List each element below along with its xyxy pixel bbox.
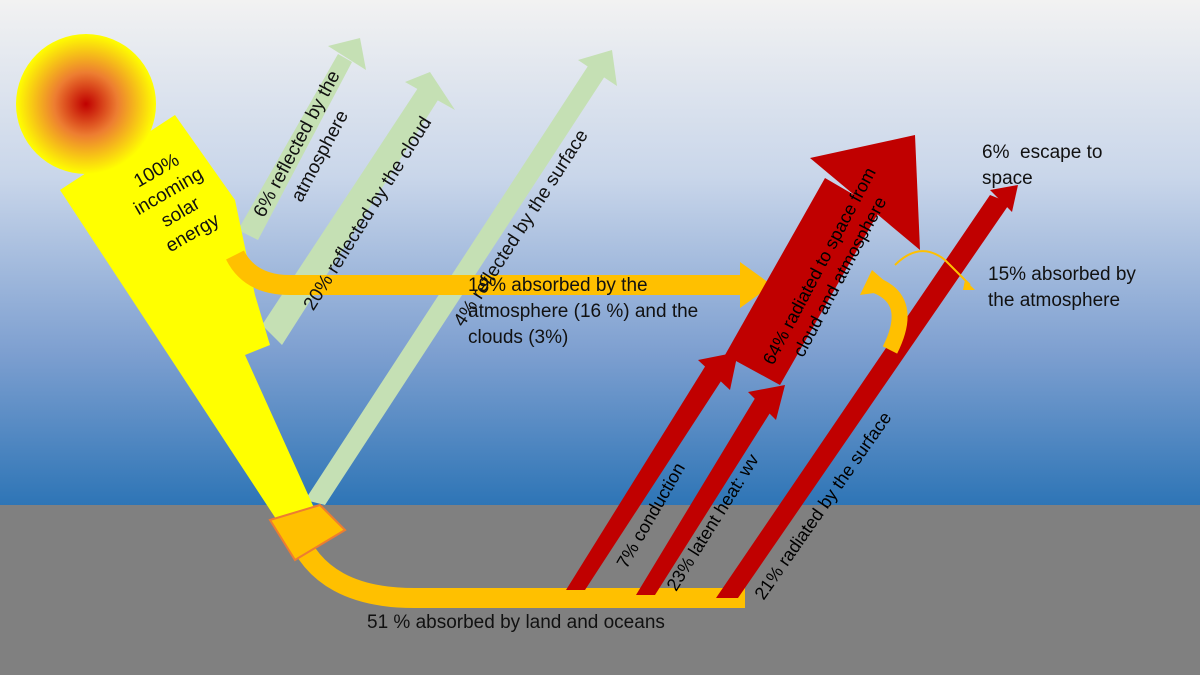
reflected-atmosphere-arrow	[238, 38, 366, 240]
absorbed-land-arrowhead	[268, 503, 347, 562]
absorbed-by-atmosphere-ir-label: 15% absorbed by the atmosphere	[988, 264, 1136, 311]
incoming-solar-beam	[60, 115, 315, 525]
absorbed-land-oceans-label: 51 % absorbed by land and oceans	[367, 612, 665, 633]
reemitted-orange-arrowhead	[860, 270, 895, 295]
absorbed-atmosphere-ir-curve	[894, 250, 971, 286]
absorbed-atmosphere-clouds-label: 19% absorbed by the atmosphere (16 %) an…	[468, 275, 699, 348]
escape-to-space-label: 6% escape to space	[982, 142, 1103, 189]
sun	[16, 34, 156, 174]
latent-heat-arrow	[636, 385, 785, 595]
absorbed-atmosphere-arrowhead	[740, 262, 772, 308]
conduction-arrow	[566, 352, 738, 590]
radiated-to-space-arrow	[725, 135, 920, 385]
absorbed-atmosphere-ir-arrowhead	[963, 280, 975, 290]
absorbed-atmosphere-arrow-body	[226, 250, 745, 295]
radiated-surface-arrow	[716, 185, 1018, 598]
